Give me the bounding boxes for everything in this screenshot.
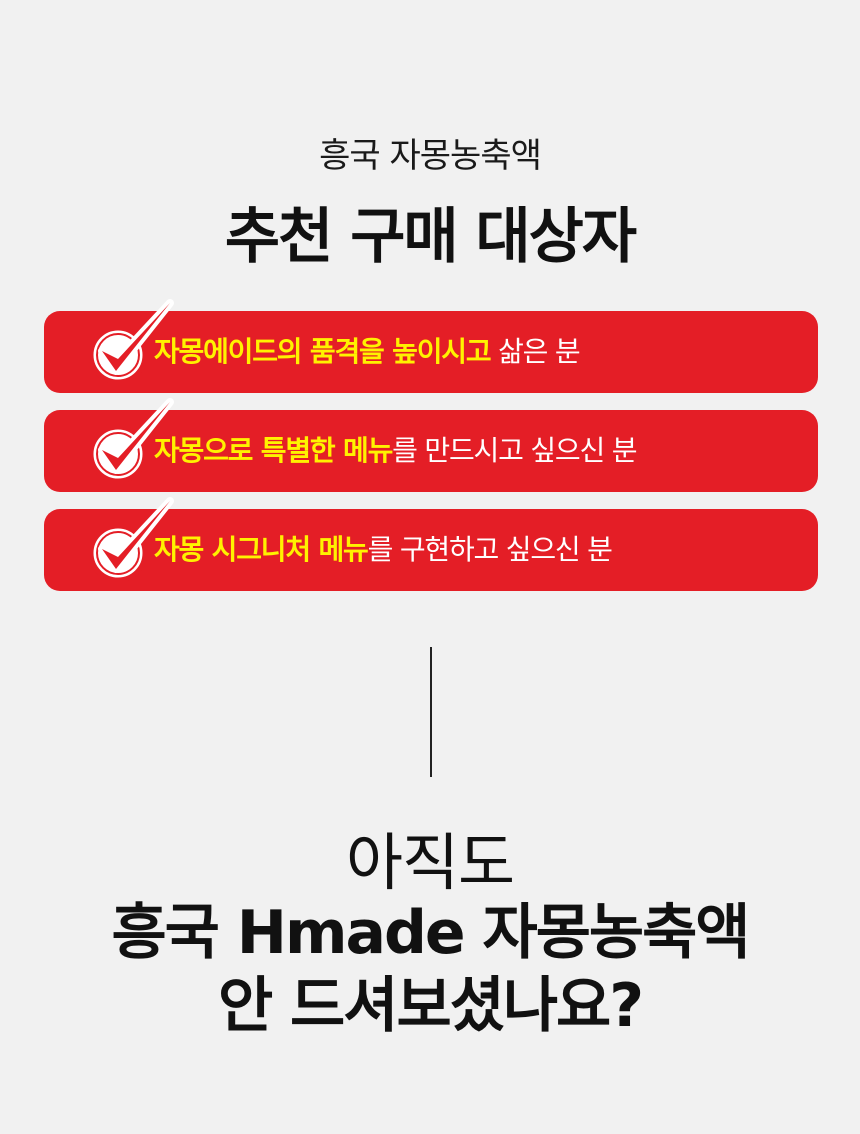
plain-text: 를 만드시고 싶으신 분 xyxy=(392,434,637,467)
page-title: 추천 구매 대상자 xyxy=(224,202,637,272)
question-line-2: 흥국 Hmade 자몽농축액 xyxy=(111,898,750,968)
highlight-text: 자몽 시그니처 메뉴 xyxy=(154,533,369,566)
highlight-text: 품격을 높이시고 xyxy=(309,335,492,368)
recommendation-item-2: 자몽으로 특별한 메뉴를 만드시고 싶으신 분 xyxy=(44,398,818,492)
check-mark-icon xyxy=(88,497,174,583)
plain-text: 삶은 분 xyxy=(490,335,581,368)
recommendation-text: 자몽에이드의 품격을 높이시고 삶은 분 xyxy=(154,311,581,393)
recommendation-item-3: 자몽 시그니처 메뉴를 구현하고 싶으신 분 xyxy=(44,497,818,591)
check-mark-icon xyxy=(88,299,174,385)
header-subtitle: 흥국 자몽농축액 xyxy=(319,136,542,176)
highlight-text: 자몽에이드의 xyxy=(154,335,310,368)
highlight-text: 자몽으로 xyxy=(154,434,261,467)
question-line-3: 안 드셔보셨나요? xyxy=(217,971,644,1041)
recommendation-text: 자몽으로 특별한 메뉴를 만드시고 싶으신 분 xyxy=(154,410,638,492)
recommendation-text: 자몽 시그니처 메뉴를 구현하고 싶으신 분 xyxy=(154,509,613,591)
highlight-text: 특별한 메뉴 xyxy=(260,434,394,467)
recommendation-item-1: 자몽에이드의 품격을 높이시고 삶은 분 xyxy=(44,299,818,393)
vertical-divider xyxy=(430,647,432,777)
check-mark-icon xyxy=(88,398,174,484)
question-line-1: 아직도 xyxy=(345,826,515,899)
plain-text: 를 구현하고 싶으신 분 xyxy=(367,533,613,566)
